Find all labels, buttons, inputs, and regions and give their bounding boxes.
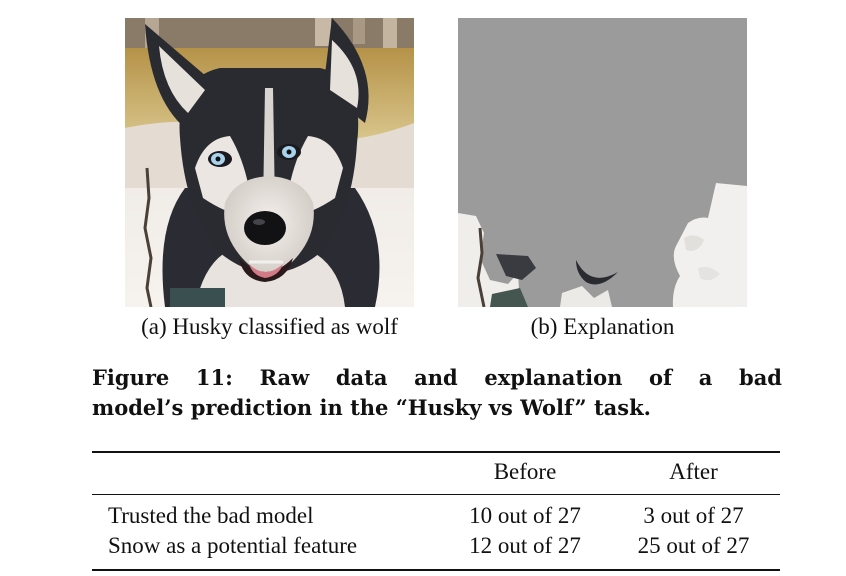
husky-image [125,18,414,307]
row-label-snow: Snow as a potential feature [108,533,358,558]
explanation-image-drawing [458,18,747,307]
row-label-trusted: Trusted the bad model [108,503,314,528]
figure-caption-line-2: model’s prediction in the “Husky vs Wolf… [92,395,651,420]
subfigure-b-caption: (b) Explanation [530,314,675,339]
cell-snow-after: 25 out of 27 [637,533,750,558]
figure-caption: Figure 11: Raw data and explanation of a… [92,363,782,423]
table-header-rule [92,494,780,495]
table-top-rule [92,451,780,453]
cell-snow-before: 12 out of 27 [469,533,581,558]
table-bottom-rule [92,569,780,571]
cell-trusted-before: 10 out of 27 [469,503,581,528]
subfigure-a-caption: (a) Husky classified as wolf [141,314,398,339]
column-header-after: After [669,459,718,484]
column-header-before: Before [493,459,557,484]
snow-superpixel-right [672,183,747,307]
snow-superpixel-left [458,213,520,307]
husky-image-drawing [125,18,414,307]
figure-caption-line-1: Figure 11: Raw data and explanation of a… [92,365,782,390]
explanation-image [458,18,747,307]
cell-trusted-after: 3 out of 27 [643,503,744,528]
